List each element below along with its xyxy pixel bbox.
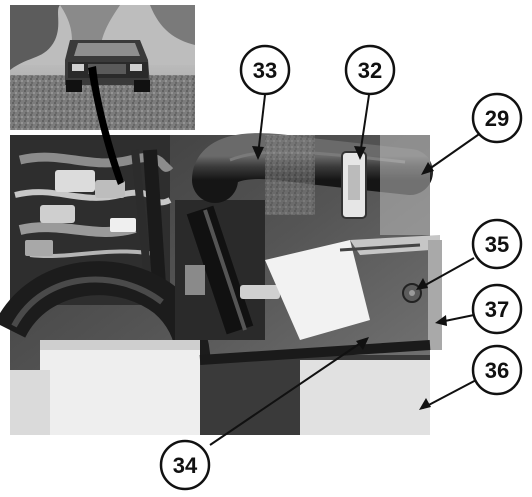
callout-34: 34: [161, 441, 209, 489]
hose-clamp: [342, 152, 366, 218]
vehicle: [65, 40, 150, 92]
callout-label: 29: [485, 106, 509, 131]
callout-label: 32: [358, 58, 382, 83]
callout-37: 37: [473, 285, 521, 333]
callout-label: 36: [485, 358, 509, 383]
callout-label: 34: [173, 453, 198, 478]
callout-label: 33: [253, 58, 277, 83]
callout-label: 35: [485, 232, 509, 257]
callout-label: 37: [485, 297, 509, 322]
callout-36: 36: [473, 346, 521, 394]
callout-33: 33: [241, 46, 289, 94]
callout-32: 32: [346, 46, 394, 94]
callout-35: 35: [473, 220, 521, 268]
callout-29: 29: [473, 94, 521, 142]
main-engine-photo: [10, 135, 442, 435]
